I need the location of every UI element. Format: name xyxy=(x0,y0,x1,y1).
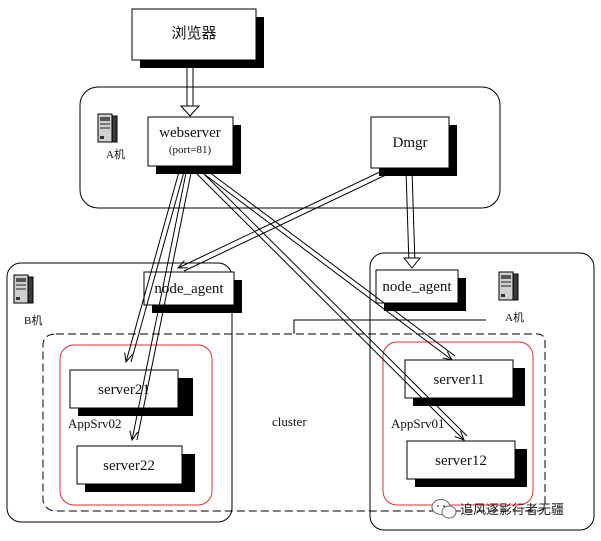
node-connector-line xyxy=(293,319,486,334)
arrow-webserver-server22 xyxy=(132,167,193,440)
node-agent-a-box xyxy=(375,269,459,304)
arrow-webserver-server11 xyxy=(195,165,456,360)
server-tower-icon xyxy=(498,271,519,301)
arrow-webserver-server21 xyxy=(126,167,186,362)
server11-label: server11 xyxy=(433,372,484,388)
watermark-text: 追风逐影行者无疆 xyxy=(460,502,564,518)
arrow-webserver-server12 xyxy=(191,166,468,440)
appsrv01-label: AppSrv01 xyxy=(391,416,444,431)
server-tower-icon xyxy=(97,113,118,143)
server22-label: server22 xyxy=(103,458,155,474)
machine-b-group xyxy=(6,262,233,523)
server12-label: server12 xyxy=(435,453,487,469)
server-tower-icon xyxy=(13,274,34,304)
webserver-label: webserver xyxy=(159,125,221,141)
arrow-dmgr-node-agent-b xyxy=(178,169,389,272)
browser-box xyxy=(131,8,257,61)
webserver-box xyxy=(147,116,234,167)
machine-a-top-group xyxy=(79,86,501,209)
server21-box xyxy=(69,369,179,409)
wechat-icon xyxy=(431,499,457,519)
dmgr-box xyxy=(370,116,450,169)
node-agent-b-box xyxy=(143,271,235,306)
browser-label: 浏览器 xyxy=(171,25,216,42)
machine-a-top-label: A机 xyxy=(106,147,125,161)
cluster-label: cluster xyxy=(272,414,307,429)
node-agent-b-label: node_agent xyxy=(154,281,224,297)
cluster-boundary xyxy=(42,333,546,512)
server12-box xyxy=(406,440,516,480)
appsrv02-label: AppSrv02 xyxy=(68,416,121,431)
machine-a-right-label: A机 xyxy=(505,310,524,324)
arrow-dmgr-node-agent-a xyxy=(402,169,422,269)
server22-box xyxy=(76,445,183,485)
machine-a-right-group xyxy=(369,252,595,531)
node-agent-a-label: node_agent xyxy=(382,279,452,295)
appsrv01-boundary xyxy=(382,341,534,506)
arrow-browser-webserver xyxy=(179,60,201,117)
webserver-port: (port=81) xyxy=(169,144,212,156)
dmgr-label: Dmgr xyxy=(393,135,428,151)
server21-label: server21 xyxy=(98,382,150,398)
machine-b-label: B机 xyxy=(24,313,42,327)
